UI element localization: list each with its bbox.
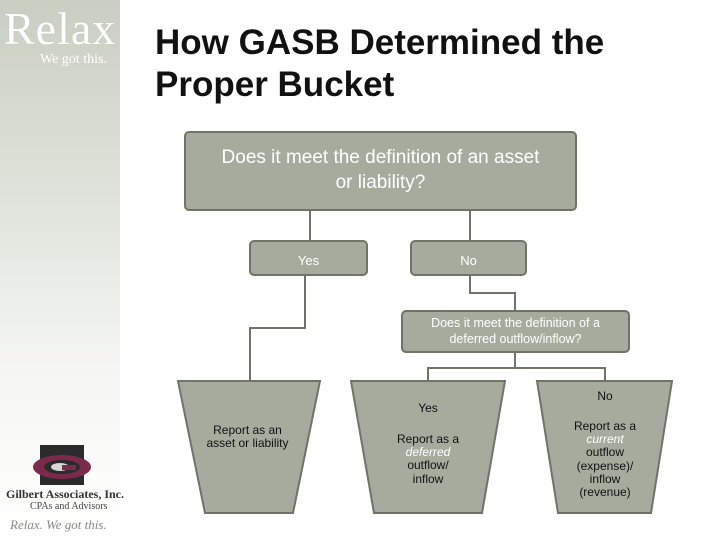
bucket-current-label: Report as a current outflow (expense)/ i… — [560, 419, 650, 499]
brand-wordmark: Relax — [4, 3, 117, 54]
bucket-current-suffix: outflow (expense)/ inflow (revenue) — [576, 445, 634, 499]
sidebar-panel: Relax We got this. Gilbert Associates, I… — [0, 0, 124, 540]
bucket-deferred-suffix: outflow/ inflow — [407, 458, 449, 486]
company-logo-icon — [33, 445, 91, 485]
company-tagline: Relax. We got this. — [10, 517, 107, 532]
bucket-deferred-emphasis: deferred — [405, 445, 451, 460]
bucket-deferred-yes-label: Yes — [418, 401, 438, 415]
bucket-current-shape — [535, 380, 674, 514]
slide-title: How GASB Determined the Proper Bucket — [155, 23, 605, 104]
bucket-deferred-prefix: Report as a — [396, 432, 460, 446]
bucket-current-emphasis: current — [586, 432, 624, 447]
company-subtitle: CPAs and Advisors — [30, 501, 108, 512]
bucket-current-prefix: Report as a — [573, 419, 637, 433]
bucket-asset-liability-label: Report as an asset or liability — [206, 423, 289, 451]
bucket-deferred-shape — [349, 380, 507, 514]
bucket-asset-liability-shape — [176, 380, 322, 514]
answer-yes-box: Yes — [249, 240, 368, 276]
brand-tagline: We got this. — [40, 52, 107, 67]
company-name: Gilbert Associates, Inc. — [6, 487, 124, 501]
bucket-current-no-label: No — [597, 389, 613, 403]
answer-no-box: No — [410, 240, 527, 276]
question-asset-liability: Does it meet the definition of an asset … — [184, 131, 577, 211]
question-deferred: Does it meet the definition of a deferre… — [401, 310, 630, 353]
bucket-deferred-label: Report as a deferred outflow/ inflow — [383, 432, 473, 486]
